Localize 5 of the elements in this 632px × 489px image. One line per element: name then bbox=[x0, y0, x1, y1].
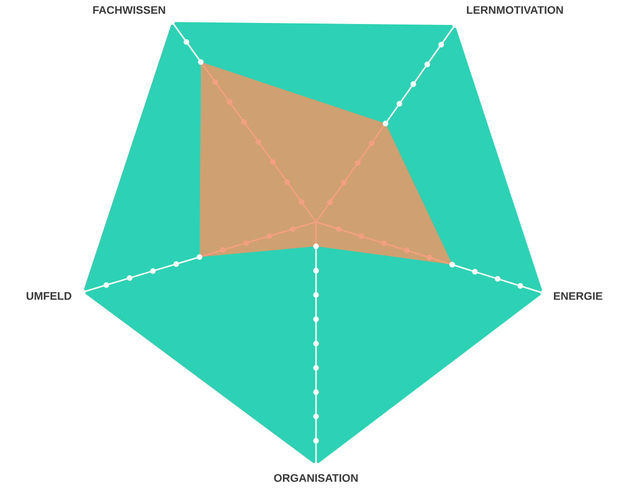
axis-label: LERNMOTIVATION bbox=[466, 6, 563, 14]
axis-label: UMFELD bbox=[26, 292, 72, 300]
axis-label: ENERGIE bbox=[554, 292, 602, 300]
axis-label: ORGANISATION bbox=[274, 474, 358, 482]
axis-label: FACHWISSEN bbox=[93, 6, 166, 14]
